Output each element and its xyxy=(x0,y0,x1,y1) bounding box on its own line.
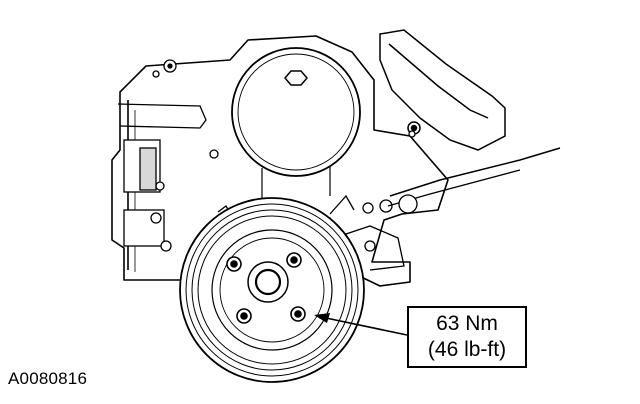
torque-callout-box: 63 Nm (46 lb-ft) xyxy=(407,306,527,368)
upper-bracket xyxy=(379,29,506,151)
crankshaft-pulley xyxy=(179,197,365,383)
block-bolts xyxy=(150,59,416,252)
pulley-bolts xyxy=(226,252,306,324)
hex-bolt-icon xyxy=(284,70,308,86)
timing-cover xyxy=(231,47,361,198)
torque-nm-label: 63 Nm xyxy=(436,312,498,335)
torque-lbft-label: (46 lb-ft) xyxy=(427,338,507,361)
center-bolt-icon xyxy=(254,268,282,296)
callout-leader-arrow xyxy=(314,313,408,336)
figure-id-label: A0080816 xyxy=(8,369,88,388)
left-mount xyxy=(117,103,207,247)
